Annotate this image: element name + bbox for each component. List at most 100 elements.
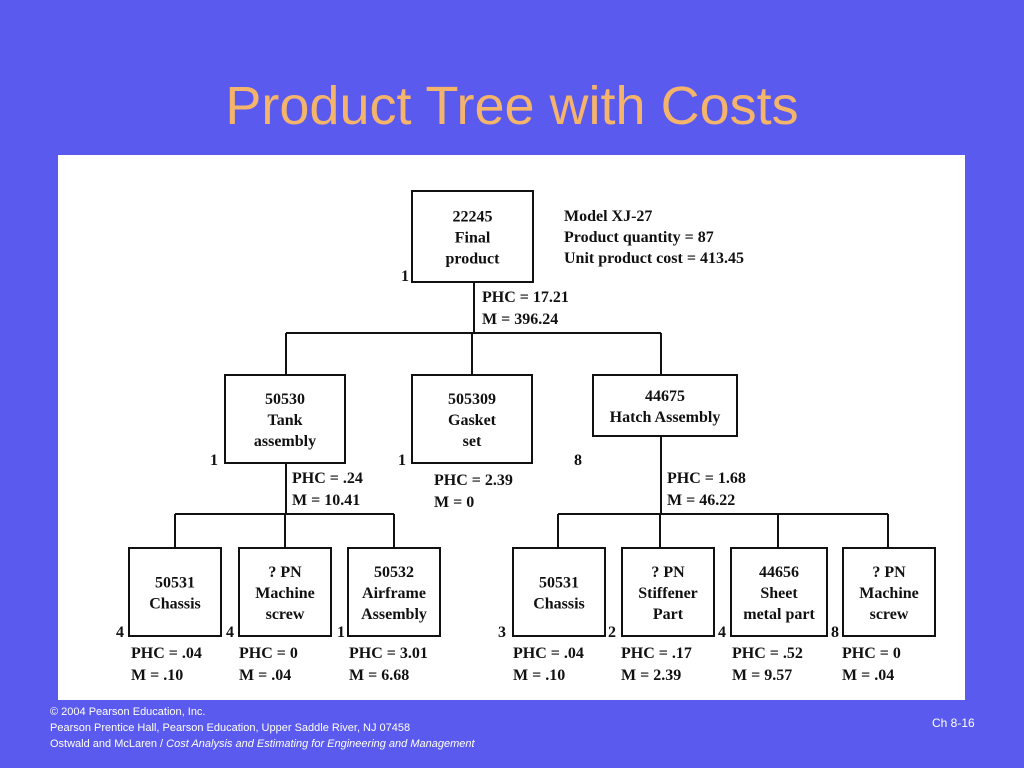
node-label-line: Part	[653, 606, 684, 623]
authors: Ostwald and McLaren /	[50, 738, 167, 750]
node-box	[128, 547, 222, 637]
node-label-line: Gasket	[448, 412, 497, 429]
material-cost-label: M = 9.57	[732, 667, 792, 684]
quantity-label: 8	[574, 452, 582, 469]
node-label-line: Stiffener	[638, 585, 698, 602]
quantity-label: 2	[608, 624, 616, 641]
node-label-line: Machine	[255, 585, 315, 602]
node-label-line: 50532	[374, 564, 414, 581]
phc-label: PHC = 1.68	[667, 470, 746, 487]
node-label-line: screw	[266, 606, 305, 623]
node-box	[238, 547, 332, 637]
node-label-line: 50531	[155, 575, 195, 592]
quantity-label: 1	[398, 452, 406, 469]
node-label-line: 505309	[448, 391, 496, 408]
node-label-line: 50531	[539, 575, 579, 592]
node-label-line: screw	[870, 606, 909, 623]
node-label-line: product	[446, 251, 501, 268]
node-label-line: Assembly	[361, 606, 427, 623]
phc-label: PHC = 0	[842, 645, 901, 662]
node-label-line: Final	[455, 230, 491, 247]
phc-label: PHC = .52	[732, 645, 803, 662]
node-box	[411, 374, 533, 464]
material-cost-label: M = 2.39	[621, 667, 681, 684]
material-cost-label: M = 0	[434, 494, 474, 511]
node-label-line: Tank	[268, 412, 303, 429]
quantity-label: 3	[498, 624, 506, 641]
material-cost-label: M = 6.68	[349, 667, 409, 684]
node-box	[592, 374, 738, 437]
node-label-line: Hatch Assembly	[610, 409, 721, 426]
slide-number: Ch 8-16	[932, 716, 975, 730]
phc-label: PHC = 0	[239, 645, 298, 662]
node-box	[842, 547, 936, 637]
book-title: Cost Analysis and Estimating for Enginee…	[166, 738, 475, 750]
node-box	[512, 547, 606, 637]
node-label-line: 44656	[759, 564, 799, 581]
phc-label: PHC = .04	[131, 645, 202, 662]
material-cost-label: M = .04	[239, 667, 291, 684]
node-box	[411, 190, 534, 283]
node-box	[347, 547, 441, 637]
node-label-line: Sheet	[760, 585, 798, 602]
footer: © 2004 Pearson Education, Inc. Pearson P…	[50, 704, 475, 752]
phc-label: PHC = .04	[513, 645, 584, 662]
node-label-line: set	[463, 433, 482, 450]
publisher-line: Pearson Prentice Hall, Pearson Education…	[50, 722, 411, 734]
node-label-line: metal part	[743, 606, 815, 623]
node-label-line: ? PN	[268, 564, 302, 581]
copyright-symbol: ©	[50, 706, 62, 718]
material-cost-label: M = 396.24	[482, 311, 558, 328]
quantity-label: 4	[226, 624, 234, 641]
citation-line: Ostwald and McLaren / Cost Analysis and …	[50, 736, 475, 752]
node-label-line: Chassis	[533, 596, 585, 613]
node-label-line: 22245	[453, 209, 493, 226]
product-quantity: Product quantity = 87	[564, 229, 714, 246]
node-label-line: 50530	[265, 391, 305, 408]
quantity-label: 1	[337, 624, 345, 641]
node-label-line: Chassis	[149, 596, 201, 613]
unit-product-cost: Unit product cost = 413.45	[564, 250, 744, 267]
phc-label: PHC = 3.01	[349, 645, 428, 662]
copyright-text: 2004 Pearson Education, Inc.	[61, 706, 206, 718]
node-label-line: assembly	[254, 433, 316, 450]
phc-label: PHC = 17.21	[482, 289, 569, 306]
phc-label: PHC = 2.39	[434, 472, 513, 489]
node-box	[621, 547, 715, 637]
model-info: Model XJ-27 Product quantity = 87 Unit p…	[564, 208, 744, 267]
material-cost-label: M = 46.22	[667, 492, 735, 509]
quantity-label: 1	[210, 452, 218, 469]
phc-label: PHC = .17	[621, 645, 692, 662]
quantity-label: 4	[116, 624, 124, 641]
node-label-line: Machine	[859, 585, 919, 602]
node-box	[730, 547, 828, 637]
node-label-line: ? PN	[651, 564, 685, 581]
quantity-label: 1	[401, 268, 409, 285]
quantity-label: 4	[718, 624, 726, 641]
node-label-line: 44675	[645, 388, 685, 405]
node-label-line: ? PN	[872, 564, 906, 581]
phc-label: PHC = .24	[292, 470, 363, 487]
material-cost-label: M = .10	[513, 667, 565, 684]
quantity-label: 8	[831, 624, 839, 641]
material-cost-label: M = 10.41	[292, 492, 360, 509]
model-name: Model XJ-27	[564, 208, 652, 225]
material-cost-label: M = .10	[131, 667, 183, 684]
node-label-line: Airframe	[362, 585, 426, 602]
copyright-line: © 2004 Pearson Education, Inc.	[50, 704, 475, 720]
slide-title: Product Tree with Costs	[225, 76, 799, 136]
node-box	[224, 374, 346, 464]
